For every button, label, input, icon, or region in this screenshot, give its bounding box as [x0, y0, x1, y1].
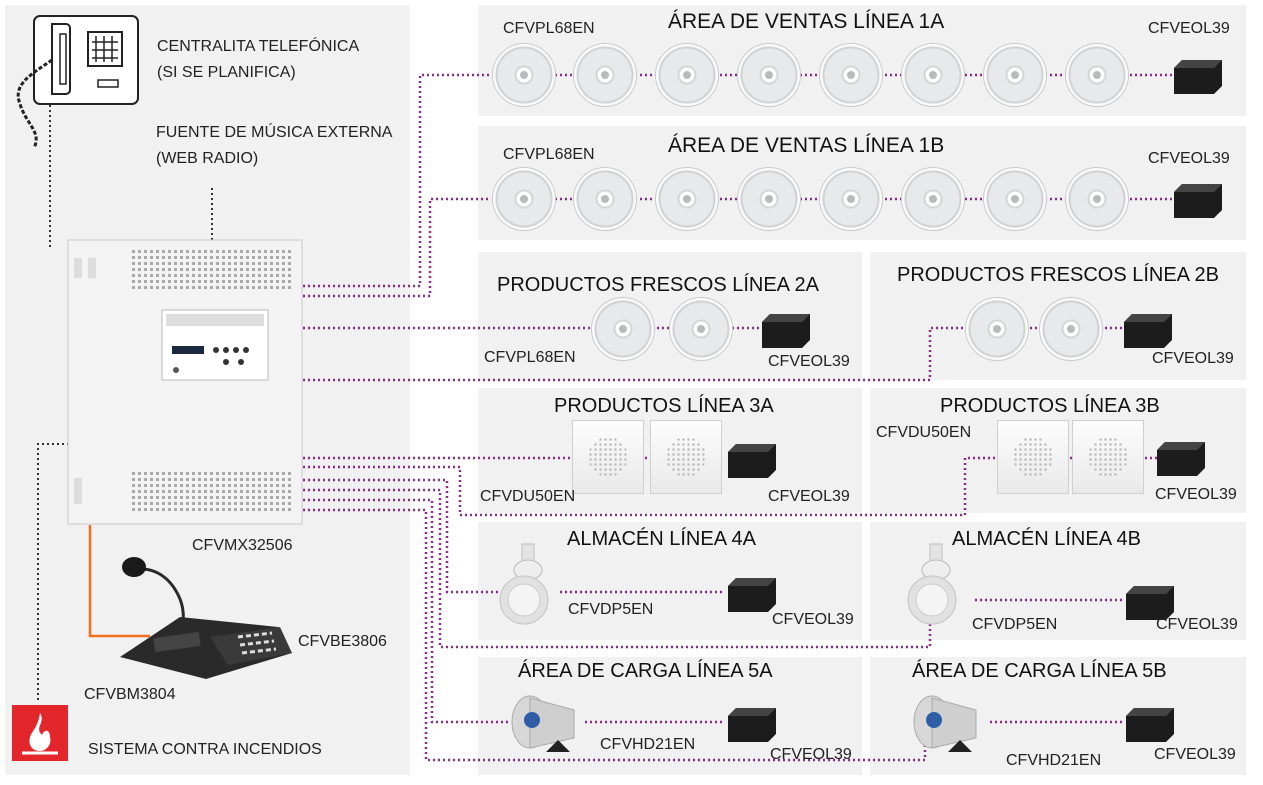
zone-5a-title: ÁREA DE CARGA LÍNEA 5A	[518, 660, 773, 682]
eol-module-icon	[762, 314, 810, 348]
zone-5a-speaker-model: CFVHD21EN	[600, 736, 696, 753]
zone-1a-eol-model: CFVEOL39	[1148, 20, 1230, 37]
ceiling-speaker-icon	[820, 44, 882, 106]
zone-4b-title: ALMACÉN LÍNEA 4B	[952, 528, 1141, 550]
projector-speaker-icon	[907, 543, 957, 625]
ceiling-speaker-icon	[656, 168, 718, 230]
ceiling-speaker-icon	[656, 44, 718, 106]
wall-speaker-icon	[997, 420, 1069, 494]
eol-module-icon	[728, 708, 776, 742]
wire-fire	[37, 443, 70, 700]
wire-line-2b	[303, 326, 966, 382]
fire-system-label: SISTEMA CONTRA INCENDIOS	[88, 741, 322, 758]
ceiling-speaker-icon	[738, 44, 800, 106]
zone-1b-speaker-model: CFVPL68EN	[503, 146, 595, 163]
eol-module-icon	[1126, 586, 1174, 620]
ceiling-speaker-icon	[670, 298, 732, 360]
ceiling-speaker-icon	[966, 298, 1028, 360]
telephone-icon	[16, 15, 139, 149]
amplifier-cabinet	[67, 239, 303, 525]
zone-4a-eol-model: CFVEOL39	[772, 611, 854, 628]
ceiling-speaker-icon	[493, 168, 555, 230]
zone-1a-title: ÁREA DE VENTAS LÍNEA 1A	[668, 10, 945, 33]
ceiling-speaker-icon	[574, 168, 636, 230]
zone-3a-title: PRODUCTOS LÍNEA 3A	[554, 395, 774, 417]
zone-4a-title: ALMACÉN LÍNEA 4A	[567, 528, 756, 550]
eol-module-icon	[1124, 314, 1172, 348]
amplifier-model-label: CFVMX32506	[192, 537, 293, 554]
mic-console-label: CFVBM3804	[84, 686, 176, 703]
zone-2b-title: PRODUCTOS FRESCOS LÍNEA 2B	[897, 264, 1219, 286]
zone-2a-eol-model: CFVEOL39	[768, 353, 850, 370]
eol-module-icon	[728, 444, 776, 478]
wire-line-4a	[303, 478, 500, 594]
zone-panel-4a	[478, 522, 862, 640]
wall-speaker-icon	[572, 420, 644, 494]
wall-speaker-icon	[1072, 420, 1144, 494]
mic-cable	[88, 525, 150, 638]
zone-5b-speaker-model: CFVHD21EN	[1006, 752, 1102, 769]
horn-speaker-icon	[511, 695, 575, 752]
zone-3a-eol-model: CFVEOL39	[768, 488, 850, 505]
zone-4b-speaker-model: CFVDP5EN	[972, 616, 1058, 633]
zone-3b-eol-model: CFVEOL39	[1155, 486, 1237, 503]
ceiling-speaker-icon	[1066, 44, 1128, 106]
music-source-label-line1: FUENTE DE MÚSICA EXTERNA	[156, 124, 393, 141]
microphone-console	[120, 557, 292, 679]
wire-line-1b	[303, 197, 490, 298]
ceiling-speaker-icon	[493, 44, 555, 106]
zone-3b-title: PRODUCTOS LÍNEA 3B	[940, 395, 1160, 417]
ceiling-speaker-icon	[902, 44, 964, 106]
ceiling-speaker-icon	[820, 168, 882, 230]
zone-1a-speaker-model: CFVPL68EN	[503, 20, 595, 37]
pbx-label-line1: CENTRALITA TELEFÓNICA	[157, 38, 360, 55]
ceiling-speaker-icon	[1066, 168, 1128, 230]
fire-icon	[12, 705, 68, 761]
zone-3a-speaker-model: CFVDU50EN	[480, 488, 576, 505]
wire-line-4b	[303, 488, 932, 649]
extension-console-label: CFVBE3806	[298, 633, 387, 650]
zone-3b-speaker-model: CFVDU50EN	[876, 424, 972, 441]
zone-1b-title: ÁREA DE VENTAS LÍNEA 1B	[668, 134, 945, 157]
wire-line-3b	[303, 456, 996, 517]
zone-4a-speaker-model: CFVDP5EN	[568, 601, 654, 618]
zone-5a-eol-model: CFVEOL39	[770, 746, 852, 763]
projector-speaker-icon	[499, 543, 549, 625]
wire-line-5b	[303, 508, 927, 762]
eol-module-icon	[1157, 442, 1205, 476]
ceiling-speaker-icon	[984, 44, 1046, 106]
eol-module-icon	[728, 578, 776, 612]
eol-module-icon	[1126, 708, 1174, 742]
wall-speaker-icon	[650, 420, 722, 494]
zone-2a-title: PRODUCTOS FRESCOS LÍNEA 2A	[497, 274, 819, 296]
eol-module-icon	[1174, 60, 1222, 94]
wire-line-1a	[303, 73, 490, 288]
eol-module-icon	[1174, 184, 1222, 218]
ceiling-speaker-icon	[984, 168, 1046, 230]
ceiling-speaker-icon	[738, 168, 800, 230]
pbx-label-line2: (SI SE PLANIFICA)	[157, 64, 296, 81]
zone-1b-eol-model: CFVEOL39	[1148, 150, 1230, 167]
zone-2a-speaker-model: CFVPL68EN	[484, 349, 576, 366]
ceiling-speaker-icon	[574, 44, 636, 106]
zone-5b-title: ÁREA DE CARGA LÍNEA 5B	[912, 660, 1167, 682]
ceiling-speaker-icon	[902, 168, 964, 230]
ceiling-speaker-icon	[1040, 298, 1102, 360]
zone-2b-eol-model: CFVEOL39	[1152, 350, 1234, 367]
music-source-label-line2: (WEB RADIO)	[156, 150, 259, 167]
horn-speaker-icon	[913, 695, 977, 752]
zone-5b-eol-model: CFVEOL39	[1154, 746, 1236, 763]
ceiling-speaker-icon	[592, 298, 654, 360]
wire-line-5a	[303, 498, 510, 724]
zone-4b-eol-model: CFVEOL39	[1156, 616, 1238, 633]
